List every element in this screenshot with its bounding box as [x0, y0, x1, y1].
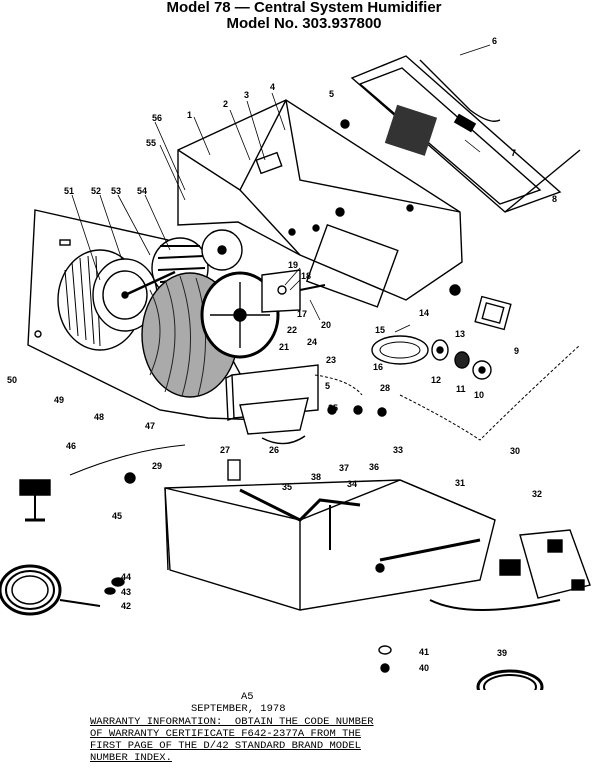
- callout-1: 1: [187, 110, 192, 120]
- callout-52: 52: [91, 186, 101, 196]
- callout-9: 9: [514, 346, 519, 356]
- warranty-line-3: FIRST PAGE OF THE D/42 STANDARD BRAND MO…: [90, 740, 361, 752]
- callout-5: 5: [329, 89, 334, 99]
- callout-4: 4: [270, 82, 275, 92]
- small-hardware: [19, 119, 392, 673]
- callout-34: 34: [347, 479, 357, 489]
- callout-17: 17: [297, 309, 307, 319]
- callout-8: 8: [552, 194, 557, 204]
- water-valve: [429, 529, 591, 611]
- callout-54: 54: [137, 186, 147, 196]
- callout-37: 37: [339, 463, 349, 473]
- callout-38: 38: [311, 472, 321, 482]
- callout-46: 46: [66, 441, 76, 451]
- callout-43: 43: [121, 587, 131, 597]
- cover-grille: [350, 55, 581, 213]
- callout-14: 14: [419, 308, 429, 318]
- warranty-line-4: NUMBER INDEX.: [90, 752, 172, 764]
- callout-23: 23: [326, 355, 336, 365]
- callout-26: 26: [269, 445, 279, 455]
- callout-7: 7: [511, 148, 516, 158]
- callout-11: 11: [456, 384, 466, 394]
- callout-56: 56: [152, 113, 162, 123]
- callout-48: 48: [94, 412, 104, 422]
- callout-28: 28: [380, 383, 390, 393]
- callout-44: 44: [121, 572, 131, 582]
- callout-18: 18: [301, 271, 311, 281]
- callout-31: 31: [455, 478, 465, 488]
- callout-32: 32: [532, 489, 542, 499]
- page-number: A5: [241, 691, 254, 703]
- callout-40: 40: [419, 663, 429, 673]
- callout-50: 50: [7, 375, 17, 385]
- callout-41: 41: [419, 647, 429, 657]
- callout-49: 49: [54, 395, 64, 405]
- warranty-line-1: WARRANTY INFORMATION: OBTAIN THE CODE NU…: [90, 716, 374, 728]
- callout-27: 27: [220, 445, 230, 455]
- callout-53: 53: [111, 186, 121, 196]
- tubing-and-wires: [0, 344, 581, 690]
- callout-19: 19: [288, 260, 298, 270]
- callout-12: 12: [431, 375, 441, 385]
- callout-22: 22: [287, 325, 297, 335]
- callout-47: 47: [145, 421, 155, 431]
- diagram-title: Model 78 — Central System Humidifier: [166, 0, 442, 16]
- callout-55: 55: [146, 138, 156, 148]
- callout-16: 16: [373, 362, 383, 372]
- callout-3: 3: [244, 90, 249, 100]
- float-parts: [327, 284, 512, 417]
- callout-35: 35: [282, 482, 292, 492]
- warranty-line-2: OF WARRANTY CERTIFICATE F642-2377A FROM …: [90, 728, 361, 740]
- callout-36: 36: [369, 462, 379, 472]
- callout-29: 29: [152, 461, 162, 471]
- callout-21: 21: [279, 342, 289, 352]
- callout-10: 10: [474, 390, 484, 400]
- model-number: Model No. 303.937800: [226, 15, 382, 32]
- main-housing: [177, 99, 463, 308]
- callout-30: 30: [510, 446, 520, 456]
- reservoir-pan: [164, 459, 496, 611]
- motor-bracket: [261, 269, 326, 313]
- callout-39: 39: [497, 648, 507, 658]
- callout-45: 45: [112, 511, 122, 521]
- callout-42: 42: [121, 601, 131, 611]
- callout-33: 33: [393, 445, 403, 455]
- callout-15: 15: [375, 325, 385, 335]
- exploded-parts-diagram: 1 2 3 4 5 5 6 7 8 9 10 11 12 13 14 15 16…: [0, 36, 591, 690]
- callout-25: 25: [328, 403, 338, 413]
- callout-51: 51: [64, 186, 74, 196]
- leader-lines: [71, 44, 491, 333]
- callout-6: 6: [492, 36, 497, 46]
- callout-5b: 5: [325, 381, 330, 391]
- blower-wheel: [57, 249, 158, 351]
- callout-24: 24: [307, 337, 317, 347]
- evaporator-drum: [141, 271, 280, 398]
- callout-2: 2: [223, 99, 228, 109]
- date: SEPTEMBER, 1978: [191, 703, 286, 715]
- float-bracket: [225, 364, 319, 445]
- callout-20: 20: [321, 320, 331, 330]
- callout-13: 13: [455, 329, 465, 339]
